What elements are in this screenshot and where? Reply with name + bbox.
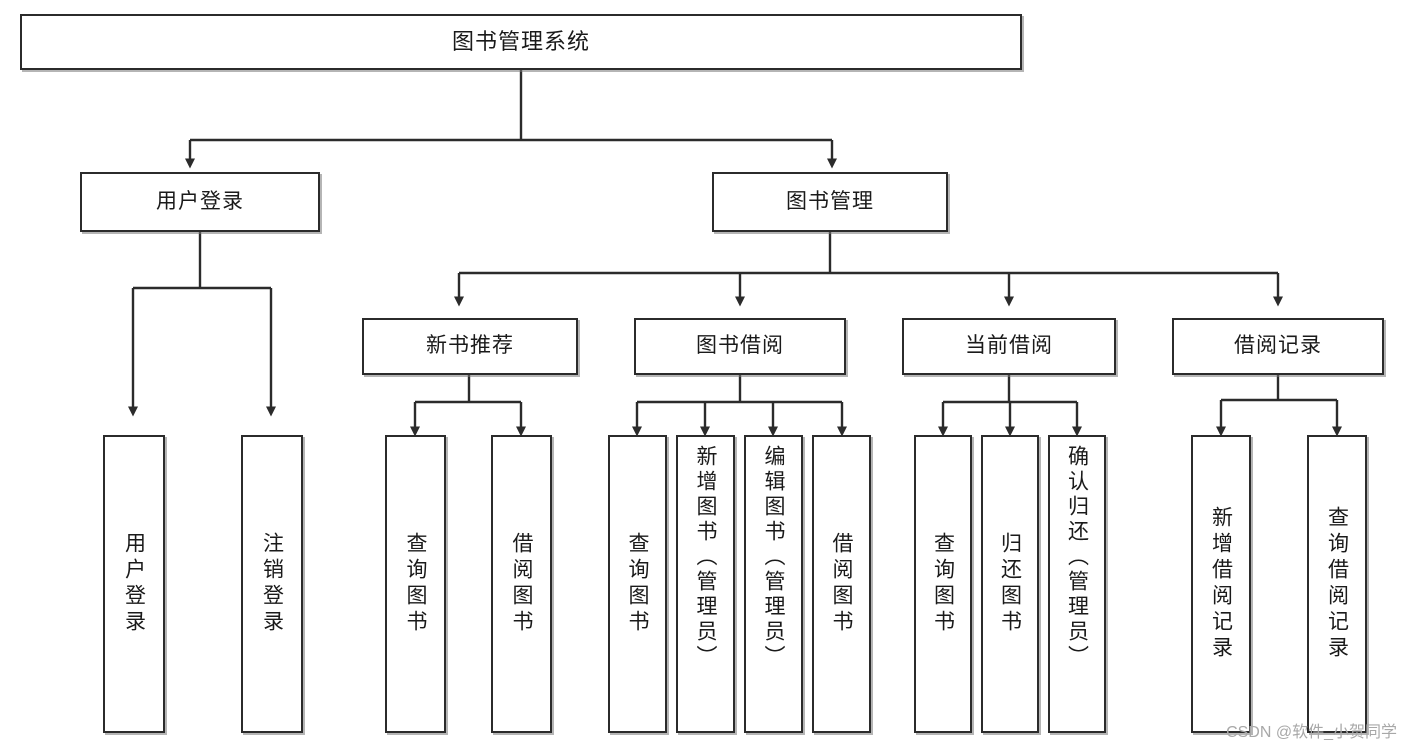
leaf-label: 确认归还（管理员） bbox=[1065, 445, 1089, 670]
leaf-label: 查询图书 bbox=[626, 532, 649, 636]
node-label: 用户登录 bbox=[156, 189, 244, 213]
node-new-book-recommend[interactable]: 新书推荐 bbox=[362, 318, 578, 375]
node-borrow-record[interactable]: 借阅记录 bbox=[1172, 318, 1384, 375]
leaf-add-borrow-record[interactable]: 新增借阅记录 bbox=[1191, 435, 1251, 733]
node-label: 图书管理系统 bbox=[451, 29, 590, 55]
node-label: 借阅记录 bbox=[1234, 334, 1322, 358]
leaf-label: 查询图书 bbox=[404, 532, 427, 636]
leaf-edit-book-admin[interactable]: 编辑图书（管理员） bbox=[744, 435, 803, 733]
leaf-borrow-query-book[interactable]: 查询图书 bbox=[608, 435, 667, 733]
node-book-borrow[interactable]: 图书借阅 bbox=[634, 318, 846, 375]
node-label: 新书推荐 bbox=[426, 334, 514, 358]
leaf-label: 新增借阅记录 bbox=[1209, 506, 1233, 662]
leaf-user-login[interactable]: 用户登录 bbox=[103, 435, 165, 733]
leaf-label: 新增图书（管理员） bbox=[694, 445, 717, 670]
leaf-label: 归还图书 bbox=[998, 532, 1022, 636]
leaf-current-query-book[interactable]: 查询图书 bbox=[914, 435, 972, 733]
leaf-borrow-book[interactable]: 借阅图书 bbox=[812, 435, 871, 733]
leaf-label: 编辑图书（管理员） bbox=[762, 445, 785, 670]
csdn-watermark: CSDN @软件_小贺同学 bbox=[1226, 724, 1397, 741]
leaf-label: 查询图书 bbox=[931, 532, 955, 636]
node-book-management-system[interactable]: 图书管理系统 bbox=[20, 14, 1022, 70]
leaf-confirm-return-admin[interactable]: 确认归还（管理员） bbox=[1048, 435, 1106, 733]
node-label: 图书借阅 bbox=[696, 334, 784, 358]
leaf-query-borrow-record[interactable]: 查询借阅记录 bbox=[1307, 435, 1367, 733]
leaf-new-book-query[interactable]: 查询图书 bbox=[385, 435, 446, 733]
leaf-new-book-borrow[interactable]: 借阅图书 bbox=[491, 435, 552, 733]
leaf-add-book-admin[interactable]: 新增图书（管理员） bbox=[676, 435, 735, 733]
leaf-label: 查询借阅记录 bbox=[1325, 506, 1349, 662]
node-label: 图书管理 bbox=[786, 189, 874, 213]
node-user-login[interactable]: 用户登录 bbox=[80, 172, 320, 232]
node-label: 当前借阅 bbox=[965, 334, 1053, 358]
leaf-label: 借阅图书 bbox=[510, 532, 533, 636]
node-book-management[interactable]: 图书管理 bbox=[712, 172, 948, 232]
node-current-borrow[interactable]: 当前借阅 bbox=[902, 318, 1116, 375]
leaf-label: 注销登录 bbox=[260, 532, 284, 636]
leaf-logout[interactable]: 注销登录 bbox=[241, 435, 303, 733]
leaf-label: 用户登录 bbox=[122, 532, 146, 636]
leaf-label: 借阅图书 bbox=[830, 532, 853, 636]
leaf-return-book[interactable]: 归还图书 bbox=[981, 435, 1039, 733]
